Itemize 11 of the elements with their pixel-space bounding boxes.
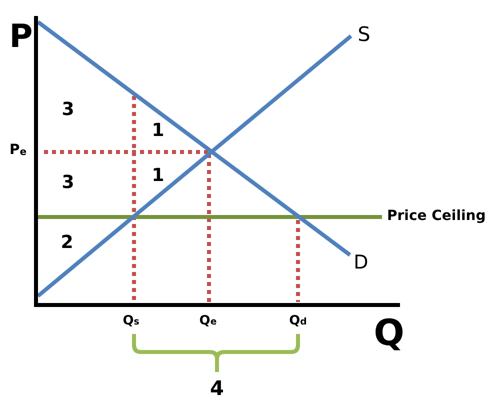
- area-number: 1: [152, 167, 164, 185]
- supply-curve-label: S: [358, 24, 370, 44]
- area-number: 1: [152, 122, 164, 140]
- price-axis-label: P: [9, 20, 33, 52]
- area-number: 3: [62, 101, 74, 119]
- area-number: 2: [60, 234, 74, 252]
- area-number: 3: [62, 174, 74, 192]
- quantity-axis-label: Q: [374, 316, 404, 352]
- demand-curve-label: D: [354, 254, 368, 272]
- price-ceiling-label: Price Ceiling: [387, 209, 486, 223]
- bracket-label: 4: [210, 378, 224, 398]
